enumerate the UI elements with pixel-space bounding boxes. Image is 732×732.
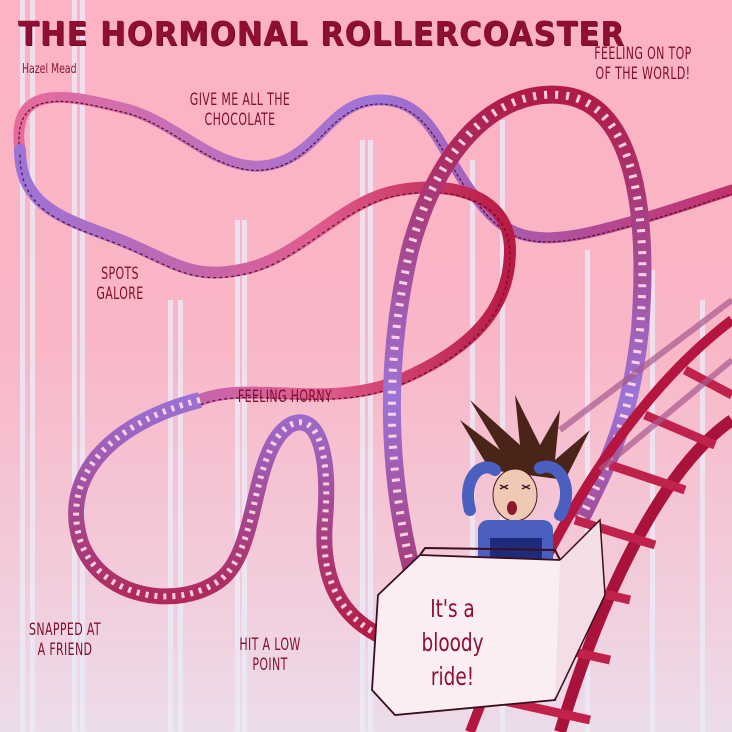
label-horny: FEELING HORNY bbox=[237, 387, 333, 407]
track-lower bbox=[68, 392, 394, 648]
cart bbox=[371, 518, 606, 716]
track-loop bbox=[382, 85, 652, 603]
page-title: THE HORMONAL ROLLERCOASTER bbox=[18, 14, 625, 53]
author-credit: Hazel Mead bbox=[22, 62, 77, 77]
hair bbox=[460, 395, 590, 480]
